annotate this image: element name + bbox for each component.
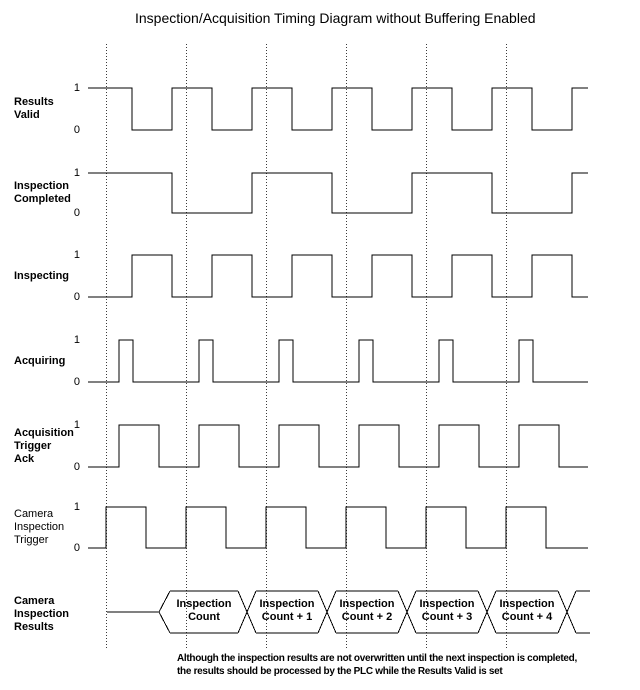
label-line: Inspection xyxy=(14,180,70,192)
bus-crossover xyxy=(557,590,577,634)
label-line: Acquiring xyxy=(14,354,66,367)
level-label-low: 0 xyxy=(73,207,80,219)
bus-crossover xyxy=(477,590,497,634)
level-label-high: 1 xyxy=(73,82,80,94)
level-label-low: 0 xyxy=(73,376,80,388)
label-line: Trigger xyxy=(14,534,49,546)
footnote-line-1: Although the inspection results are not … xyxy=(177,653,577,664)
label-line: Inspection xyxy=(176,598,232,610)
label-line: Count xyxy=(188,611,220,623)
bus-opening xyxy=(158,590,171,634)
label-line: Valid xyxy=(14,109,40,121)
label-line: Count + 1 xyxy=(261,611,313,623)
label-line: Inspection xyxy=(259,598,315,610)
level-label-low: 0 xyxy=(73,124,80,136)
label-line: Inspection xyxy=(14,521,65,533)
waveform-acquisition-trigger-ack xyxy=(88,424,588,468)
level-label-low: 0 xyxy=(73,291,80,303)
level-label-high: 1 xyxy=(73,419,80,431)
label-line: Count + 2 xyxy=(341,611,393,623)
footnote: Although the inspection results are not … xyxy=(177,652,577,678)
waveform-acquiring xyxy=(88,339,588,383)
diagram-title: Inspection/Acquisition Timing Diagram wi… xyxy=(135,10,536,26)
label-line: Results xyxy=(14,96,54,108)
label-line: Inspection xyxy=(14,607,70,620)
label-line: Count + 3 xyxy=(421,611,473,623)
level-label-high: 1 xyxy=(73,249,80,261)
bus-crossover xyxy=(397,590,417,634)
signal-label-acquiring: Acquiring xyxy=(14,355,65,368)
bus-crossover xyxy=(237,590,257,634)
label-line: Results xyxy=(14,620,54,633)
label-line: Trigger xyxy=(14,439,52,452)
label-line: Inspection xyxy=(419,598,475,610)
waveform-results-valid xyxy=(88,87,588,131)
label-line: Completed xyxy=(14,193,71,205)
label-line: Inspection xyxy=(339,598,395,610)
level-label-low: 0 xyxy=(73,461,80,473)
level-label-high: 1 xyxy=(73,167,80,179)
label-line: Camera xyxy=(14,508,54,520)
level-label-high: 1 xyxy=(73,501,80,513)
bus-crossover xyxy=(317,590,337,634)
label-line: Ack xyxy=(14,452,35,465)
label-line: Count + 4 xyxy=(501,611,553,623)
waveform-camera-inspection-trigger xyxy=(88,506,588,549)
footnote-line-2: the results should be processed by the P… xyxy=(177,666,503,677)
waveform-inspecting xyxy=(88,254,588,298)
signal-label-inspecting: Inspecting xyxy=(14,270,69,283)
label-line: Acquisition xyxy=(14,426,74,439)
label-line: Inspection xyxy=(499,598,555,610)
level-label-low: 0 xyxy=(73,542,80,554)
level-label-high: 1 xyxy=(73,334,80,346)
waveform-inspection-completed xyxy=(88,172,588,214)
label-line: Inspecting xyxy=(14,269,70,282)
label-line: Camera xyxy=(14,594,55,607)
